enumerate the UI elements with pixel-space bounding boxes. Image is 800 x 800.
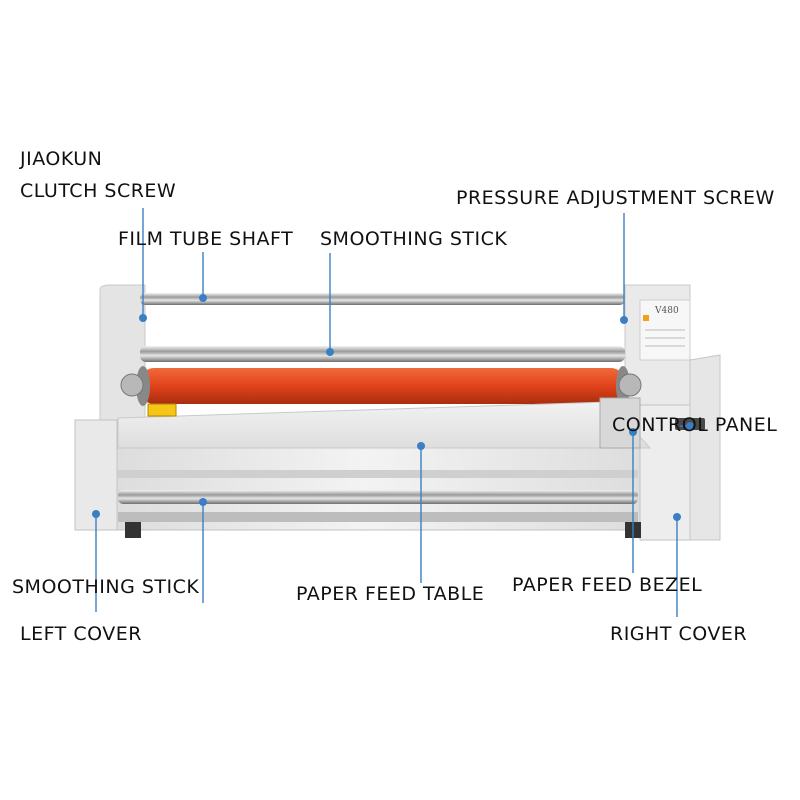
label-smoothing-stick-top: SMOOTHING STICK xyxy=(320,228,508,250)
pointer-lines xyxy=(95,208,690,617)
label-clutch-screw: CLUTCH SCREW xyxy=(20,180,177,202)
label-paper-feed-table: PAPER FEED TABLE xyxy=(296,583,485,605)
label-control-panel: CONTROL PANEL xyxy=(612,414,778,436)
film-tube-shaft xyxy=(140,293,625,305)
paper-feed-table xyxy=(117,401,652,449)
label-left-cover: LEFT COVER xyxy=(20,623,142,645)
label-film-tube-shaft: FILM TUBE SHAFT xyxy=(118,228,294,250)
smoothing-stick-upper xyxy=(140,346,625,362)
heat-roller xyxy=(140,368,625,404)
label-right-cover: RIGHT COVER xyxy=(610,623,748,645)
label-paper-feed-bezel: PAPER FEED BEZEL xyxy=(512,574,703,596)
pointer-dots xyxy=(92,294,694,521)
label-brand: JIAOKUN xyxy=(20,148,103,170)
smoothing-stick-lower xyxy=(118,490,638,504)
label-pressure-adjustment-screw: PRESSURE ADJUSTMENT SCREW xyxy=(456,187,775,209)
label-smoothing-stick-bottom: SMOOTHING STICK xyxy=(12,576,200,598)
control-panel xyxy=(689,354,721,541)
model-number: V480 xyxy=(655,306,679,316)
